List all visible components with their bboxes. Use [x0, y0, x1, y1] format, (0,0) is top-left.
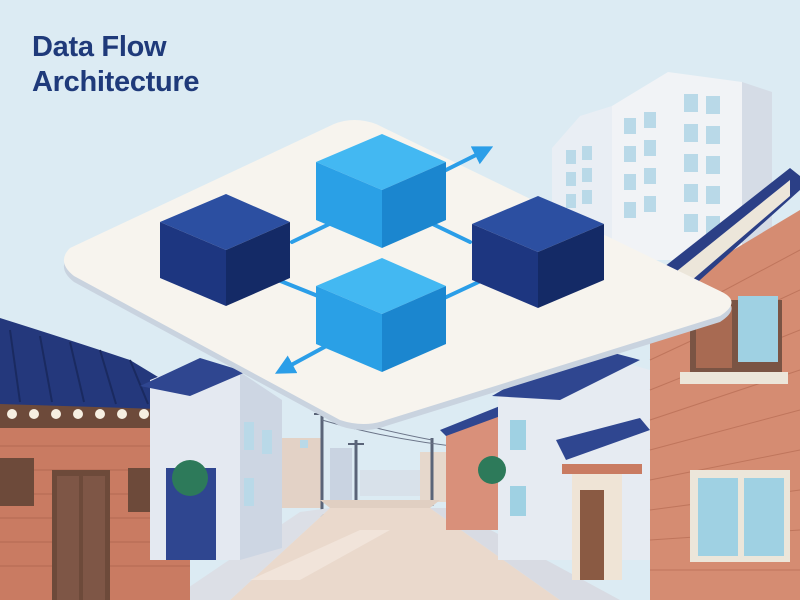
brick-house-mid [440, 406, 506, 530]
white-house-left [140, 358, 282, 560]
title-line-2: Architecture [32, 66, 200, 98]
diagram-title: Data Flow Architecture [32, 30, 200, 100]
node-left-cube [160, 194, 290, 306]
node-right-cube [472, 196, 604, 308]
edge-bottom-out-arrow [274, 342, 332, 374]
title-line-1: Data Flow [32, 31, 167, 63]
gate [556, 418, 650, 580]
tower [552, 72, 772, 260]
node-bottom-cube [316, 258, 446, 372]
node-top-cube [316, 134, 446, 248]
